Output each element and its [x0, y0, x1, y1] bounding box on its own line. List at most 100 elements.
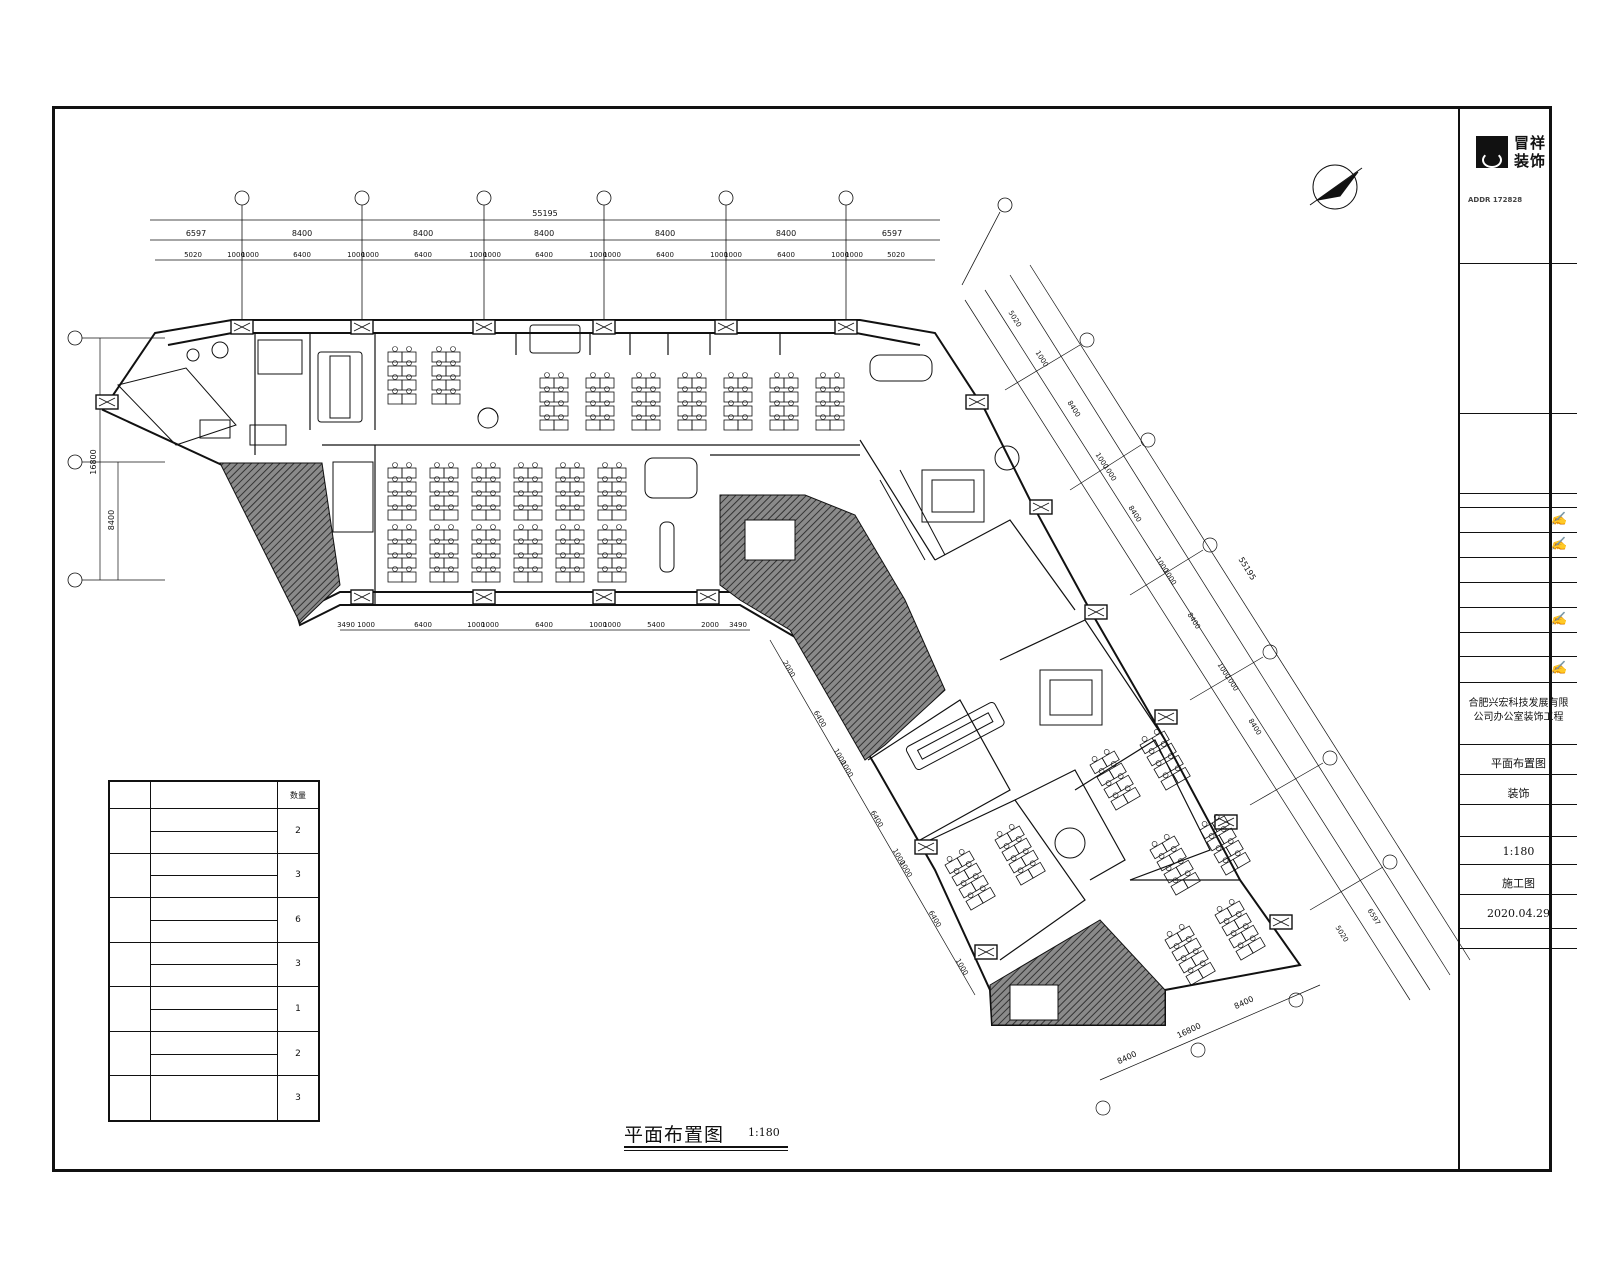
drawing-number-row [1460, 804, 1577, 836]
dim-label: 1000 [603, 621, 621, 629]
dim-bottom: 3490 1000 6400 1000 1000 6400 1000 1000 … [337, 621, 747, 629]
discipline-row: 装饰 [1460, 774, 1577, 804]
approval-row: ✍ [1460, 507, 1577, 532]
title-block-scale: 1:180 [1502, 845, 1535, 858]
approval-row: ✍ [1460, 656, 1577, 682]
date: 2020.04.29 [1487, 907, 1550, 920]
dim-label: 1000 [347, 251, 365, 259]
company-line2: 装饰 [1514, 152, 1547, 170]
dim-label: 6400 [414, 251, 432, 259]
project-name-row: 合肥兴宏科技发展有限公司办公室装饰工程 [1460, 682, 1577, 744]
schedule-code [109, 808, 151, 854]
drawing-title: 平面布置图 1:180 [624, 1120, 794, 1151]
workstations-north [388, 347, 844, 431]
schedule-code [109, 941, 151, 988]
approval-row [1460, 582, 1577, 607]
dim-label: 6400 [869, 809, 885, 828]
dim-label: 1000 [467, 621, 485, 629]
dim-label: 1000 [603, 251, 621, 259]
dim-label: 8400 [1066, 399, 1082, 418]
core-hatch [219, 461, 1166, 1026]
dim-label: 5020 [1334, 924, 1350, 943]
dim-label: 1000 [1034, 349, 1050, 368]
drawing-title-text: 平面布置图 [624, 1124, 725, 1146]
schedule-qty: 6 [277, 897, 319, 943]
signature: ✍ [1550, 537, 1567, 552]
schedule-name [150, 986, 278, 1032]
drawing-frame [52, 106, 1552, 1172]
dim-label: 5020 [1007, 309, 1023, 328]
approval-row: ✍ [1460, 607, 1577, 632]
date-row: 2020.04.29 [1460, 894, 1577, 928]
dim-label: 1000 [481, 621, 499, 629]
title-block: 冒祥 装饰 ADDR 172828 ✍ ✍ ✍ ✍ 合肥兴宏科技发展有限公司办公… [1458, 108, 1577, 1170]
schedule-qty: 3 [277, 941, 319, 988]
dim-label: 1000 [1162, 567, 1178, 586]
dim-left-overall: 16800 [89, 449, 98, 474]
dim-label: 3490 [729, 621, 747, 629]
company-line1: 冒祥 [1514, 134, 1547, 152]
dim-label: 1000 [954, 957, 970, 976]
design-notes [1460, 263, 1577, 413]
dim-label: 1000 [831, 251, 849, 259]
dim-top-row1: 6597 8400 8400 8400 8400 8400 6597 [186, 229, 902, 238]
lobby-features [879, 469, 1103, 726]
dim-label: 5020 [887, 251, 905, 259]
dim-top-row2: 5020 1000 1000 6400 1000 1000 6400 1000 … [184, 251, 905, 259]
dim-label: 1000 [361, 251, 379, 259]
left-dimension-lines [99, 338, 119, 580]
grid-axes-top [67, 190, 1013, 588]
workstations-south [388, 463, 626, 583]
dim-label: 8400 [1233, 994, 1255, 1011]
approval-header [1460, 493, 1577, 507]
discipline: 装饰 [1507, 787, 1530, 800]
schedule-code [109, 1075, 151, 1121]
schedule-header-qty: 数量 [277, 781, 319, 809]
signature: ✍ [1550, 612, 1567, 627]
general-notes [1460, 948, 1577, 1170]
approval-row [1460, 632, 1577, 656]
dim-label: 6400 [535, 251, 553, 259]
stage: 施工图 [1502, 877, 1535, 890]
meeting-tables [317, 324, 1086, 859]
drawing-name: 平面布置图 [1491, 757, 1546, 770]
dim-label: 1000 [898, 859, 914, 878]
dim-right-overall: 55195 [1237, 555, 1258, 581]
dim-label: 1000 [227, 251, 245, 259]
sheet-row [1460, 928, 1577, 948]
drawing-name-row: 平面布置图 [1460, 744, 1577, 774]
dim-label: 1000 [1224, 673, 1240, 692]
dim-label: 6597 [186, 229, 206, 238]
executive-office [117, 339, 303, 446]
dim-label: 1000 [724, 251, 742, 259]
dim-label: 8400 [776, 229, 796, 238]
dim-label: 5020 [184, 251, 202, 259]
dim-label: 1000 [839, 759, 855, 778]
dim-label: 6400 [812, 709, 828, 728]
stage-row: 施工图 [1460, 864, 1577, 894]
right-dimension-lines [769, 264, 1471, 1116]
title-underline [624, 1150, 788, 1151]
dim-label: 6400 [414, 621, 432, 629]
dim-label: 1000 [589, 251, 607, 259]
dim-label: 8400 [655, 229, 675, 238]
signature: ✍ [1550, 661, 1567, 676]
scale-row: 1:180 [1460, 836, 1577, 864]
approval-row: ✍ [1460, 532, 1577, 557]
dim-label: 6597 [882, 229, 902, 238]
dim-label: 6400 [927, 909, 943, 928]
dim-label: 8400 [1247, 717, 1263, 736]
door-schedule-table: 数量 2 3 6 3 1 2 [108, 780, 320, 1122]
schedule-qty: 1 [277, 986, 319, 1032]
schedule-name [150, 1030, 278, 1077]
dim-label: 8400 [534, 229, 554, 238]
schedule-name [150, 1075, 278, 1121]
schedule-name [150, 941, 278, 988]
schedule-code [109, 897, 151, 943]
schedule-name [150, 852, 278, 899]
dim-label: 6400 [293, 251, 311, 259]
dim-top-overall: 55195 [532, 209, 557, 218]
client-block [1460, 413, 1577, 493]
dim-label: 8400 [413, 229, 433, 238]
